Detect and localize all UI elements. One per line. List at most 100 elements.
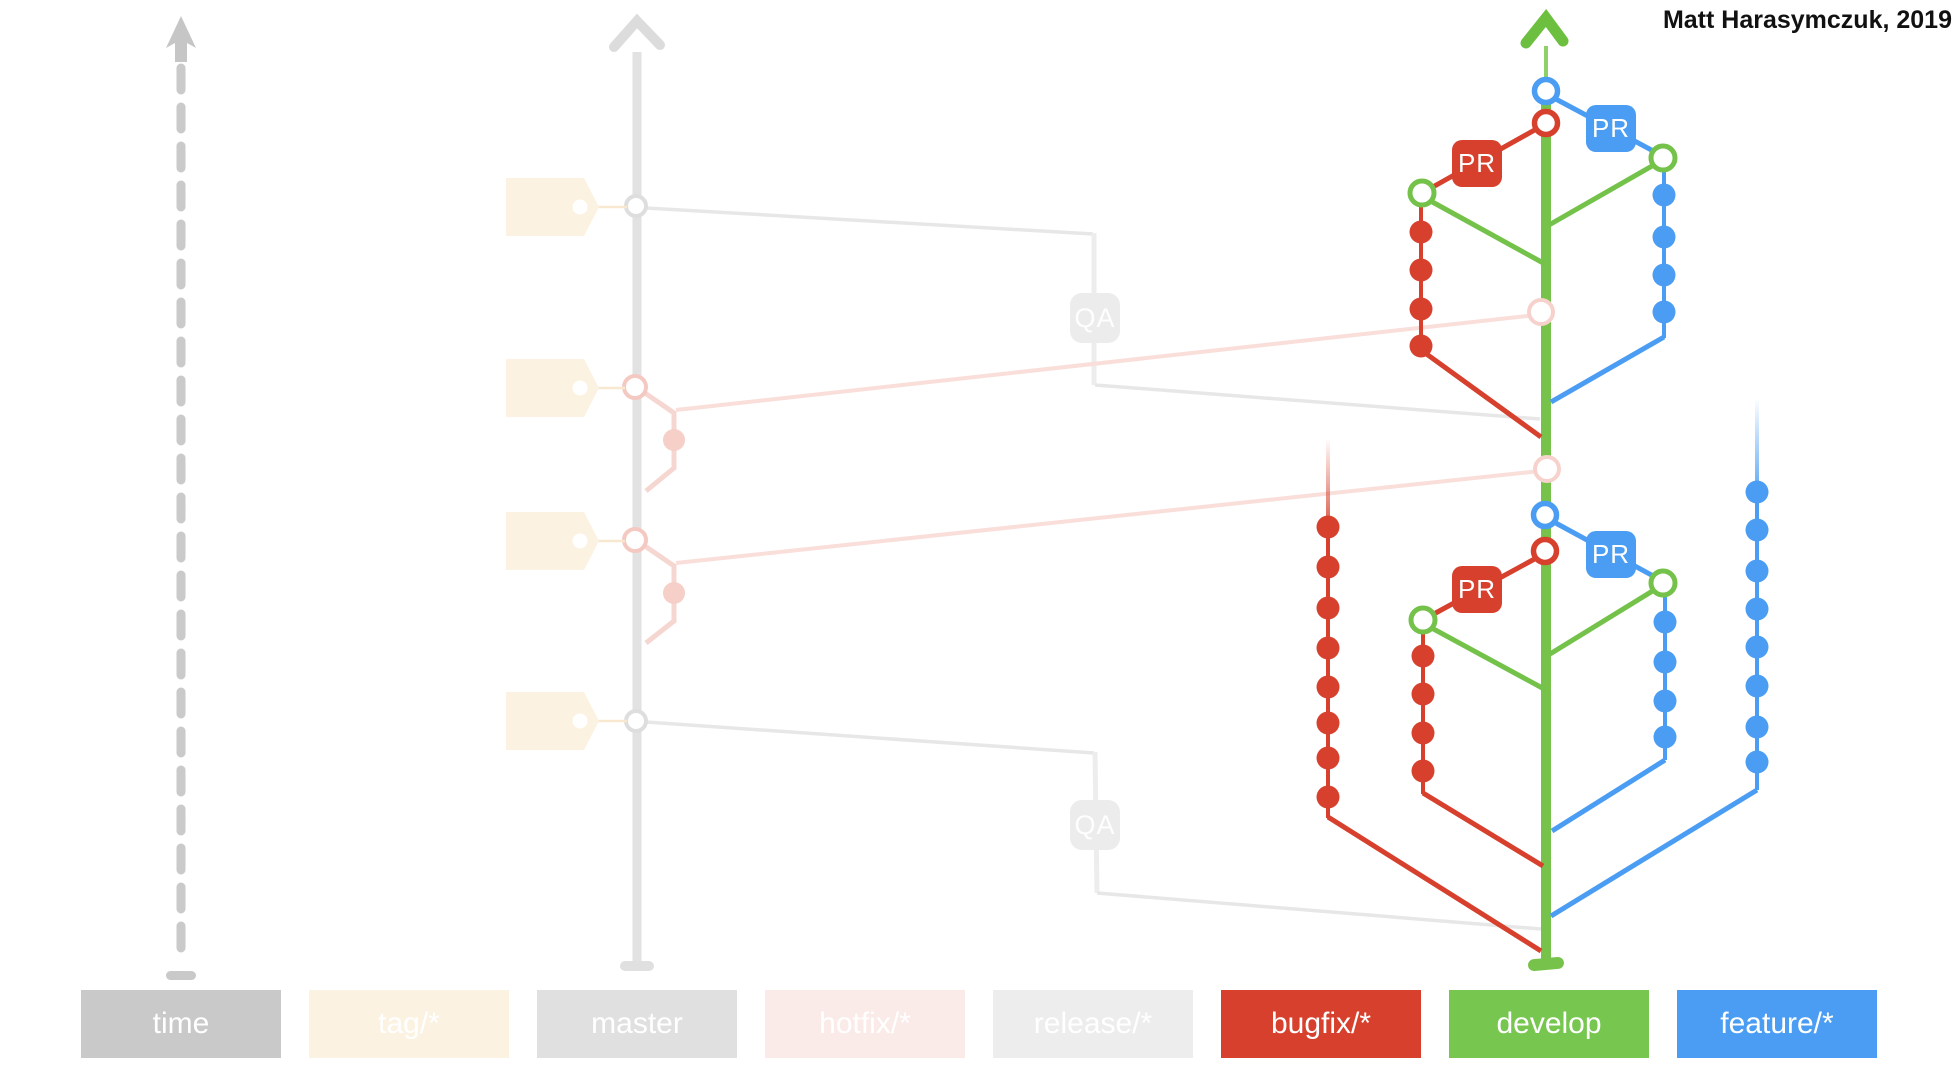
commit-dot [1652,300,1676,324]
master-base [620,961,654,971]
commit-dot [1745,750,1769,774]
qa-badge: QA [1070,293,1120,343]
legend-item-feature: feature/* [1677,990,1877,1058]
tag-hole [572,199,588,215]
tag-hole [572,380,588,396]
feature-branchoff-line [1550,757,1667,834]
commit-dot [1316,785,1340,809]
legend-item-hotfix: hotfix/* [765,990,965,1058]
feature-branch-inprogress [1549,400,1769,919]
develop-base [1528,956,1564,972]
qa-badge: QA [1070,800,1120,850]
commit-dot [1411,644,1435,668]
commit-dot [1745,674,1769,698]
commit-dot [1411,759,1435,783]
commit-dot [1745,559,1769,583]
commit-dot [1316,596,1340,620]
hotfix-merge-commit [622,527,648,553]
commit-dot [1316,675,1340,699]
develop-into-bugfix-line [1426,623,1548,693]
commit-dot [1316,555,1340,579]
legend-item-release: release/* [993,990,1193,1058]
legend-item-develop: develop [1449,990,1649,1058]
hotfix-merge-commit [1527,298,1555,326]
develop-into-feature-line [1547,159,1661,228]
commit-dot [1411,682,1435,706]
commit-dot [1652,225,1676,249]
legend-item-master: master [537,990,737,1058]
pr-badge: PR [1452,140,1502,187]
commit-dot [1316,636,1340,660]
hotfix-branches [640,313,1541,645]
legend-item-time: time [81,990,281,1058]
release-branchoff-line [1094,383,1541,421]
develop-into-feature-line [1548,584,1661,657]
develop-sync-merges [1425,159,1661,693]
release-merge-commit [624,709,648,733]
commit-dot [663,429,685,451]
develop-merge-commit [1407,178,1437,208]
master-arrow-icon [609,13,665,52]
bugfix-merge-commit [1531,108,1561,138]
develop-merge-commit [1648,143,1678,173]
commit-dot [1745,715,1769,739]
commit-dot [1316,515,1340,539]
commit-dot [1409,258,1433,282]
commit-dot [1652,183,1676,207]
time-base [166,971,196,980]
develop-merge-commit [1648,568,1678,598]
feature-merge-commit [1531,76,1561,106]
hotfix-merge-commit [1533,455,1561,483]
feature-merge-commit [1530,500,1560,530]
bugfix-merge-commit [1530,536,1560,566]
release-merge-commit [624,194,648,218]
commit-dot [1411,721,1435,745]
tag-icon [506,359,599,417]
commit-dot [1653,610,1677,634]
feature-branchoff-line [1549,787,1759,919]
release-branchoff-line [1096,891,1542,931]
hotfix-merge-commit [622,374,648,400]
commit-dot [1409,297,1433,321]
tag-icon [506,692,599,750]
tag-1 [506,178,627,236]
bugfix-branchoff-line [1419,347,1543,440]
master-branch [609,13,665,971]
develop-merge-commits [1527,76,1561,566]
credit-text: Matt Harasymczuk, 2019 [1662,6,1952,34]
commit-dot [1653,725,1677,749]
tag-hole [572,533,588,549]
tag-icon [506,512,599,570]
commit-dot [1409,220,1433,244]
legend-item-bugfix: bugfix/* [1221,990,1421,1058]
tag-4 [506,692,627,750]
release-merge-line [645,720,1095,755]
commit-dot [1745,597,1769,621]
develop-into-bugfix-line [1425,196,1547,267]
legend-item-tag: tag/* [309,990,509,1058]
commit-dot [1745,635,1769,659]
develop-arrow-icon [1520,8,1569,49]
tags [506,178,627,750]
commit-dot [1652,263,1676,287]
hotfix-to-develop-line [675,313,1537,412]
tag-icon [506,178,599,236]
pr-badge: PR [1452,566,1502,613]
branch-sync-commits [1407,143,1678,635]
tag-3 [506,512,625,570]
commit-dot [1316,746,1340,770]
commit-dot [1316,711,1340,735]
commit-dot [1745,518,1769,542]
tag-2 [506,359,625,417]
release-merge-line [645,206,1094,236]
bugfix-branch-inprogress [1316,438,1543,954]
feature-branchoff-line [1549,334,1666,405]
feature-branch-lower [1550,518,1677,834]
bugfix-branchoff-line [1326,814,1543,954]
tag-hole [572,713,588,729]
commit-dot [1653,689,1677,713]
commit-dot [663,582,685,604]
time-axis [166,16,196,980]
up-arrow-icon [166,16,196,62]
